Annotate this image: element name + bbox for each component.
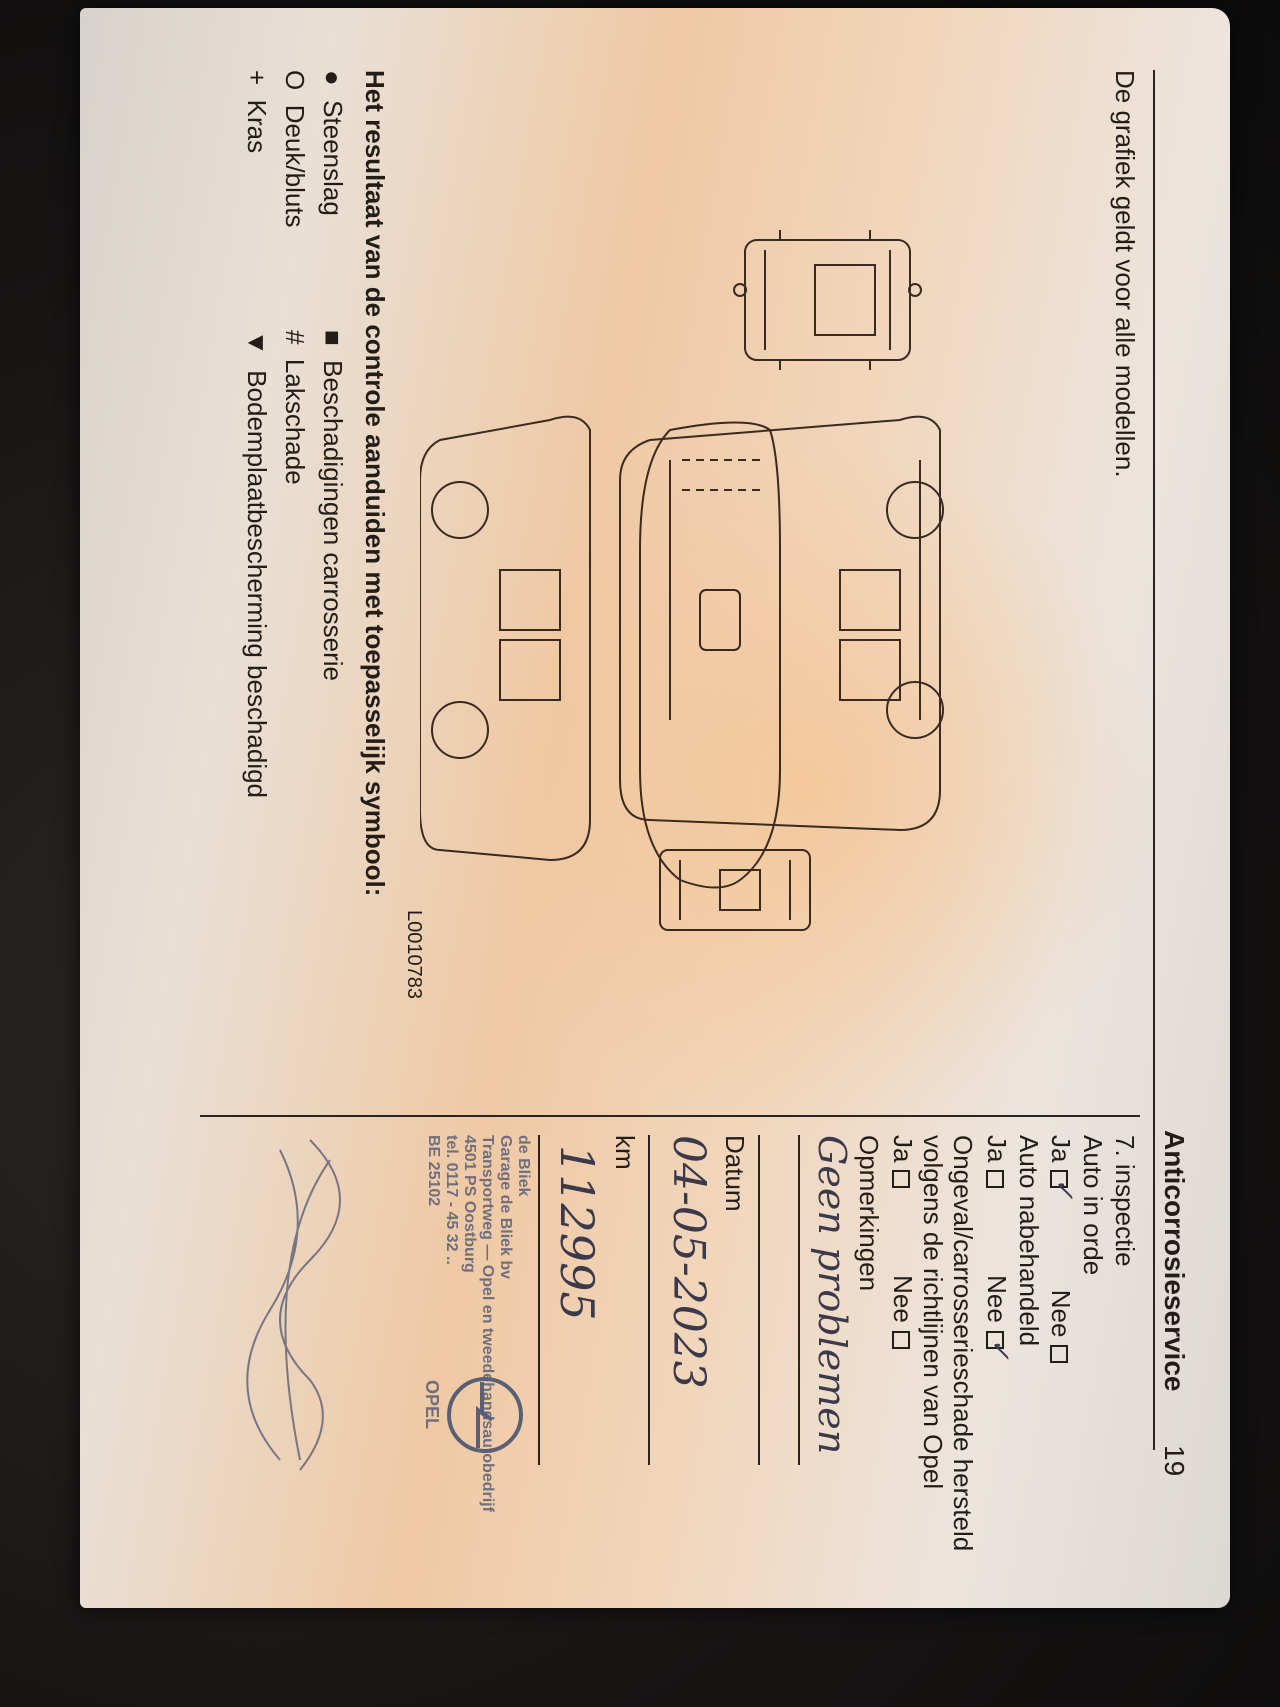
booklet-page — [80, 8, 1230, 1608]
column-divider — [200, 1115, 1140, 1117]
light-glare — [460, 438, 1160, 1138]
legend-symbol: # — [280, 330, 310, 345]
q3-no-checkbox[interactable] — [891, 1330, 910, 1349]
legend-symbol: O — [280, 70, 310, 91]
remarks-line-1 — [798, 1135, 800, 1465]
question-auto-nabehandeld: Auto nabehandeld — [1014, 1135, 1044, 1347]
car-side-view-top — [619, 415, 944, 832]
q1-no-label: Nee — [1046, 1289, 1076, 1338]
legend-symbol: ▼ — [242, 330, 272, 356]
intro-text: De grafiek geldt voor alle modellen. — [1110, 70, 1140, 478]
legend-item: + Kras — [241, 70, 272, 153]
legend-title: Het resultaat van de controle aanduiden … — [360, 70, 390, 897]
car-front-view — [659, 849, 811, 931]
q3-no-label: Nee — [888, 1275, 918, 1323]
date-handwriting: 04-05-2023 — [663, 1135, 714, 1389]
q3-yes-label: Ja — [888, 1135, 918, 1163]
legend-label: Steenslag — [318, 100, 348, 216]
legend-item: # Lakschade — [279, 330, 310, 485]
q2-yes-checkbox[interactable] — [985, 1170, 1004, 1189]
section-title: Anticorrosieservice — [1159, 1130, 1190, 1392]
legend-item: ■ Beschadigingen carrosserie — [317, 330, 348, 681]
question-schade-line2: volgens de richtlijnen van Opel — [918, 1135, 948, 1490]
question-auto-in-orde: Auto in orde — [1078, 1135, 1108, 1276]
question-schade-line1: Ongeval/carrosserieschade hersteld — [948, 1135, 978, 1552]
q1-answer-row: Ja ✓ Nee — [1045, 1135, 1079, 1364]
q3-yes-checkbox[interactable] — [891, 1170, 910, 1189]
legend-item: O Deuk/bluts — [279, 70, 310, 228]
legend-label: Beschadigingen carrosserie — [318, 360, 348, 682]
car-top-view — [639, 421, 781, 889]
car-rear-view — [733, 230, 922, 370]
q2-answer-row: Ja Nee ✓ — [981, 1135, 1015, 1378]
date-label: Datum — [720, 1135, 750, 1212]
page-content-rotated: Anticorrosieservice 19 De grafiek geldt … — [130, 50, 1190, 1551]
q2-no-label: Nee — [982, 1275, 1012, 1323]
q1-no-checkbox[interactable] — [1049, 1345, 1068, 1364]
page-number: 19 — [1159, 1445, 1190, 1477]
legend-item: ● Steenslag — [317, 70, 348, 216]
car-damage-diagram — [420, 230, 944, 931]
legend-label: Lakschade — [280, 358, 310, 485]
car-underbody-view — [665, 435, 830, 855]
q1-yes-label: Ja — [1046, 1135, 1076, 1163]
inspection-heading: 7. inspectie — [1110, 1135, 1140, 1267]
legend-label: Deuk/bluts — [280, 104, 310, 228]
opel-logo-icon — [447, 1377, 523, 1453]
q2-yes-label: Ja — [982, 1135, 1012, 1163]
q3-answer-row: Ja Nee — [887, 1135, 918, 1349]
q2-no-checkmark: ✓ — [985, 1338, 1015, 1360]
legend-symbol: ■ — [318, 330, 348, 346]
km-handwriting: 112995 — [550, 1145, 604, 1321]
legend-label: Bodemplaatbescherming beschadigd — [242, 370, 272, 799]
header-rule — [1153, 70, 1155, 1450]
remarks-label: Opmerkingen — [854, 1135, 884, 1292]
legend-symbol: + — [242, 70, 272, 86]
km-label: km — [610, 1135, 640, 1170]
remarks-line-2 — [758, 1135, 760, 1465]
q1-yes-checkmark: ✓ — [1049, 1177, 1079, 1200]
figure-code: L0010783 — [403, 910, 425, 999]
remarks-handwriting: Geen problemen — [810, 1135, 854, 1455]
date-line — [648, 1135, 650, 1465]
km-line — [538, 1135, 540, 1465]
legend-symbol: ● — [318, 70, 348, 86]
legend-label: Kras — [242, 99, 272, 154]
car-side-view-bottom — [420, 415, 591, 862]
opel-brand: OPEL — [422, 1380, 442, 1430]
signature-scribble — [246, 1139, 341, 1471]
legend-item: ▼ Bodemplaatbescherming beschadigd — [241, 330, 272, 798]
